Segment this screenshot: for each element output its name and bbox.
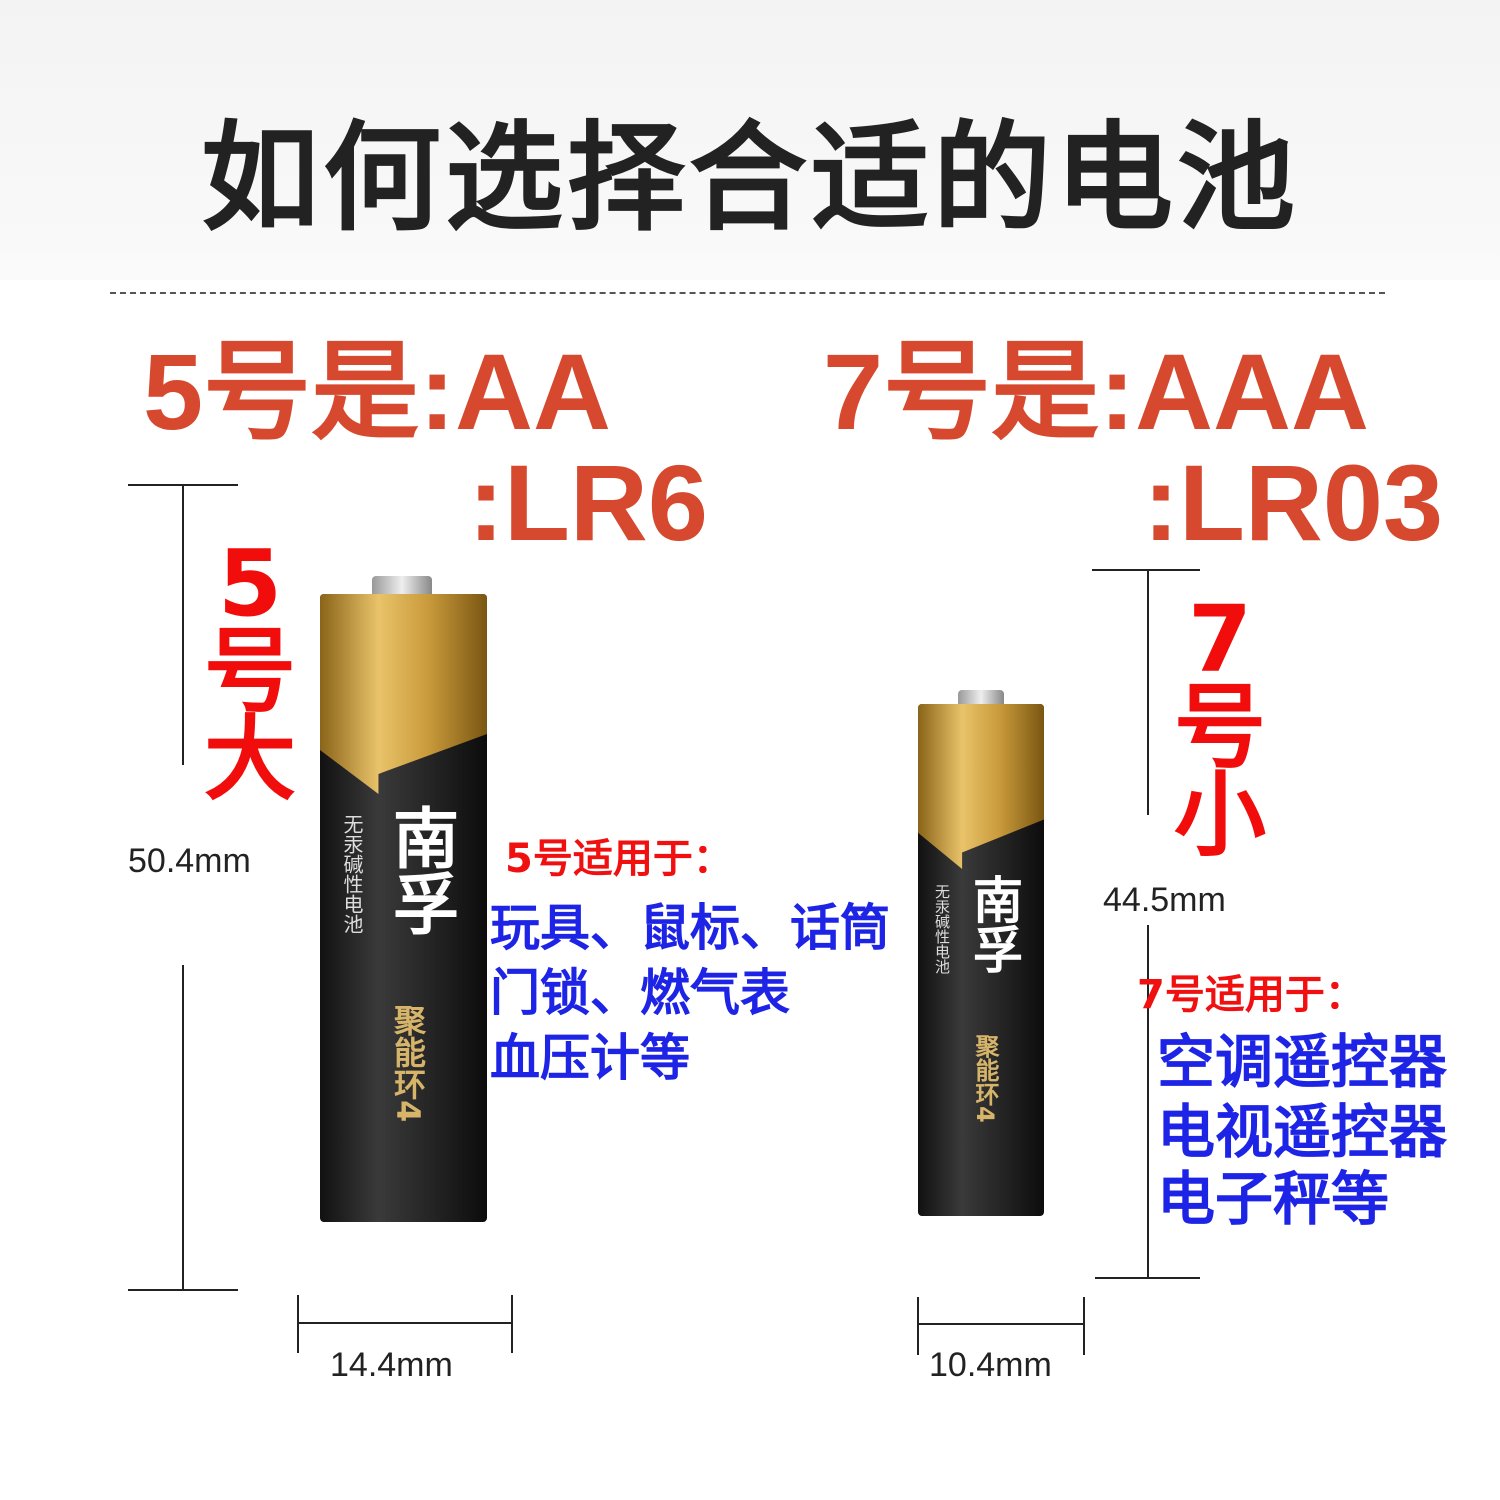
aaa-height-line-upper (1147, 570, 1149, 815)
aa-usage-line: 门锁、燃气表 (490, 964, 790, 1022)
aaa-height-line-lower (1147, 925, 1149, 1278)
battery-ring-logo: 聚能环4 (971, 1034, 999, 1123)
aa-width-left-tick (297, 1295, 299, 1353)
aaa-width-right-tick (1083, 1297, 1085, 1355)
aaa-height-bottom-line (1095, 1277, 1200, 1279)
page-title: 如何选择合适的电池 (200, 109, 1299, 247)
title-background (0, 0, 1500, 280)
aa-usage-title: 5号适用于： (505, 836, 733, 882)
aaa-width-line (917, 1323, 1085, 1325)
aa-usage-line: 血压计等 (490, 1029, 690, 1087)
aaa-usage-title: 7号适用于： (1137, 972, 1365, 1018)
aa-heading: 5号是:AA (143, 331, 612, 452)
aa-usage-line: 玩具、鼠标、话筒 (490, 899, 890, 957)
aaa-code: :LR03 (1143, 442, 1444, 563)
aa-width-label: 14.4mm (330, 1346, 453, 1384)
aa-width-line (297, 1322, 513, 1324)
aa-code: :LR6 (468, 442, 708, 563)
aa-height-line-upper (182, 485, 184, 765)
aaa-battery-image: 南孚 无汞碱性电池 聚能环4 (918, 690, 1044, 1216)
battery-type-text: 无汞碱性电池 (933, 884, 951, 974)
aa-width-right-tick (511, 1295, 513, 1353)
aa-size-label: 5号大 (203, 530, 296, 813)
aaa-height-top-line (1092, 569, 1200, 571)
aa-height-bottom-line (128, 1289, 238, 1291)
battery-brand-logo: 南孚 (382, 804, 459, 936)
aa-height-label: 50.4mm (128, 842, 251, 880)
aa-battery-image: 南孚 无汞碱性电池 聚能环4 (320, 576, 487, 1222)
aaa-heading: 7号是:AAA (823, 331, 1370, 452)
aaa-height-label: 44.5mm (1103, 881, 1226, 919)
aaa-width-left-tick (917, 1297, 919, 1355)
divider (110, 292, 1385, 294)
battery-brand-logo: 南孚 (965, 874, 1023, 974)
aaa-usage-line: 电子秤等 (1157, 1165, 1390, 1233)
aaa-size-label: 7号小 (1173, 586, 1266, 869)
aaa-usage-line: 空调遥控器 (1157, 1028, 1448, 1096)
battery-type-text: 无汞碱性电池 (340, 814, 364, 934)
battery-ring-logo: 聚能环4 (389, 1004, 427, 1123)
aaa-usage-line: 电视遥控器 (1157, 1098, 1448, 1166)
aa-height-line-lower (182, 965, 184, 1290)
aaa-width-label: 10.4mm (929, 1346, 1052, 1384)
